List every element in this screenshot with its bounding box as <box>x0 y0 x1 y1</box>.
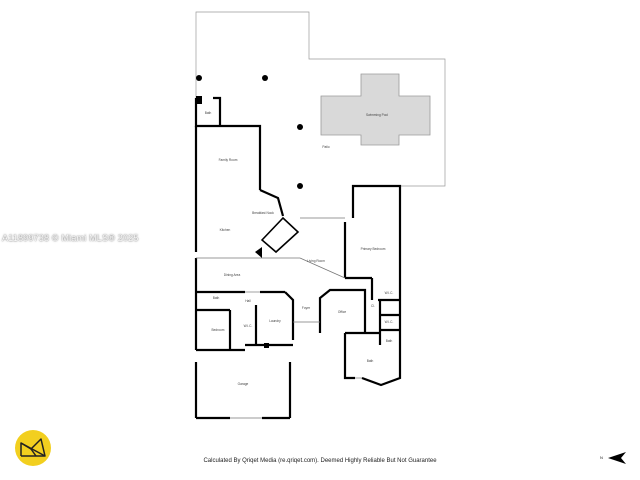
qriqet-logo-icon <box>15 430 51 466</box>
label-office: Office <box>338 310 346 314</box>
label-bath-right: Bath <box>367 359 374 363</box>
label-closet: Cl. <box>371 304 375 308</box>
label-garage: Garage <box>238 382 249 386</box>
label-patio: Patio <box>322 145 329 149</box>
label-wic-right-1: W.I.C. <box>385 291 394 295</box>
label-breakfast-nook: Breakfast Nook <box>252 211 274 215</box>
label-foyer: Foyer <box>302 306 311 310</box>
compass-label: N <box>600 455 603 460</box>
label-swimming-pool: Swimming Pool <box>366 113 388 117</box>
label-bath-left: Bath <box>213 296 220 300</box>
label-dining-area: Dining Area <box>224 273 241 277</box>
label-laundry: Laundry <box>269 319 281 323</box>
patio-columns <box>196 75 303 189</box>
label-bath-small: Bath <box>386 339 393 343</box>
room-labels: Swimming Pool Patio Family Room Breakfas… <box>205 111 394 386</box>
label-bedroom: Bedroom <box>212 328 225 332</box>
label-kitchen: Kitchen <box>220 228 231 232</box>
wall-fills <box>196 96 269 348</box>
label-family-room: Family Room <box>219 158 238 162</box>
label-wic-right-2: W.I.C. <box>385 320 394 324</box>
footer-disclaimer: Calculated By Qriqet Media (re.qriqet.co… <box>203 458 437 464</box>
label-primary-bedroom: Primary Bedroom <box>361 247 386 251</box>
mls-watermark: A11899738 © Miami MLS® 2025 <box>2 233 139 243</box>
label-hall: Hall <box>245 299 251 303</box>
label-wic-left: W.I.C. <box>244 324 253 328</box>
thin-lines <box>196 217 362 419</box>
label-bath-top: Bath <box>205 111 212 115</box>
north-arrow-icon <box>608 452 626 464</box>
label-living-room: Living Room <box>307 259 325 263</box>
patio-outline <box>195 11 446 187</box>
swimming-pool <box>320 73 431 146</box>
exterior-walls <box>194 96 402 420</box>
